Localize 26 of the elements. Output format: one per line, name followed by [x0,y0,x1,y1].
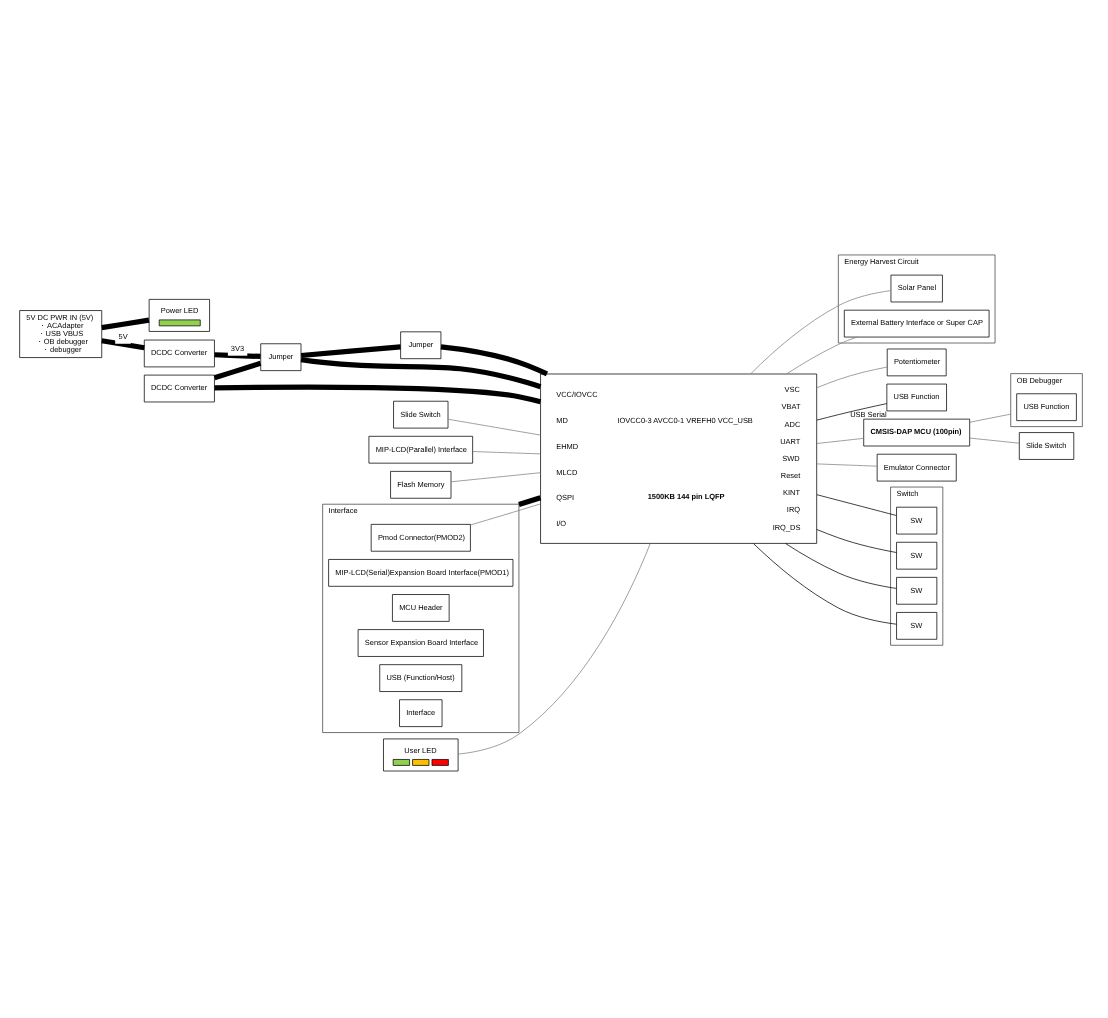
connector [472,450,541,454]
connector [750,289,891,374]
connector [816,462,878,466]
connector [447,417,541,435]
connector [214,351,261,359]
connector [969,412,1012,422]
connector [300,356,542,389]
connector [101,316,150,330]
connector [518,494,542,506]
connector [816,528,897,552]
connector [816,437,864,443]
connector [816,493,897,515]
connector [969,436,1020,443]
connector [470,502,541,525]
connector [450,471,541,482]
connector [214,383,542,404]
connector [300,343,401,358]
connector [440,343,549,376]
connector [785,542,897,588]
connector [816,402,888,420]
connector [213,359,262,380]
connector [753,542,897,624]
connector [816,365,888,388]
connector [457,542,651,754]
connector [786,335,858,374]
connector [101,337,145,350]
